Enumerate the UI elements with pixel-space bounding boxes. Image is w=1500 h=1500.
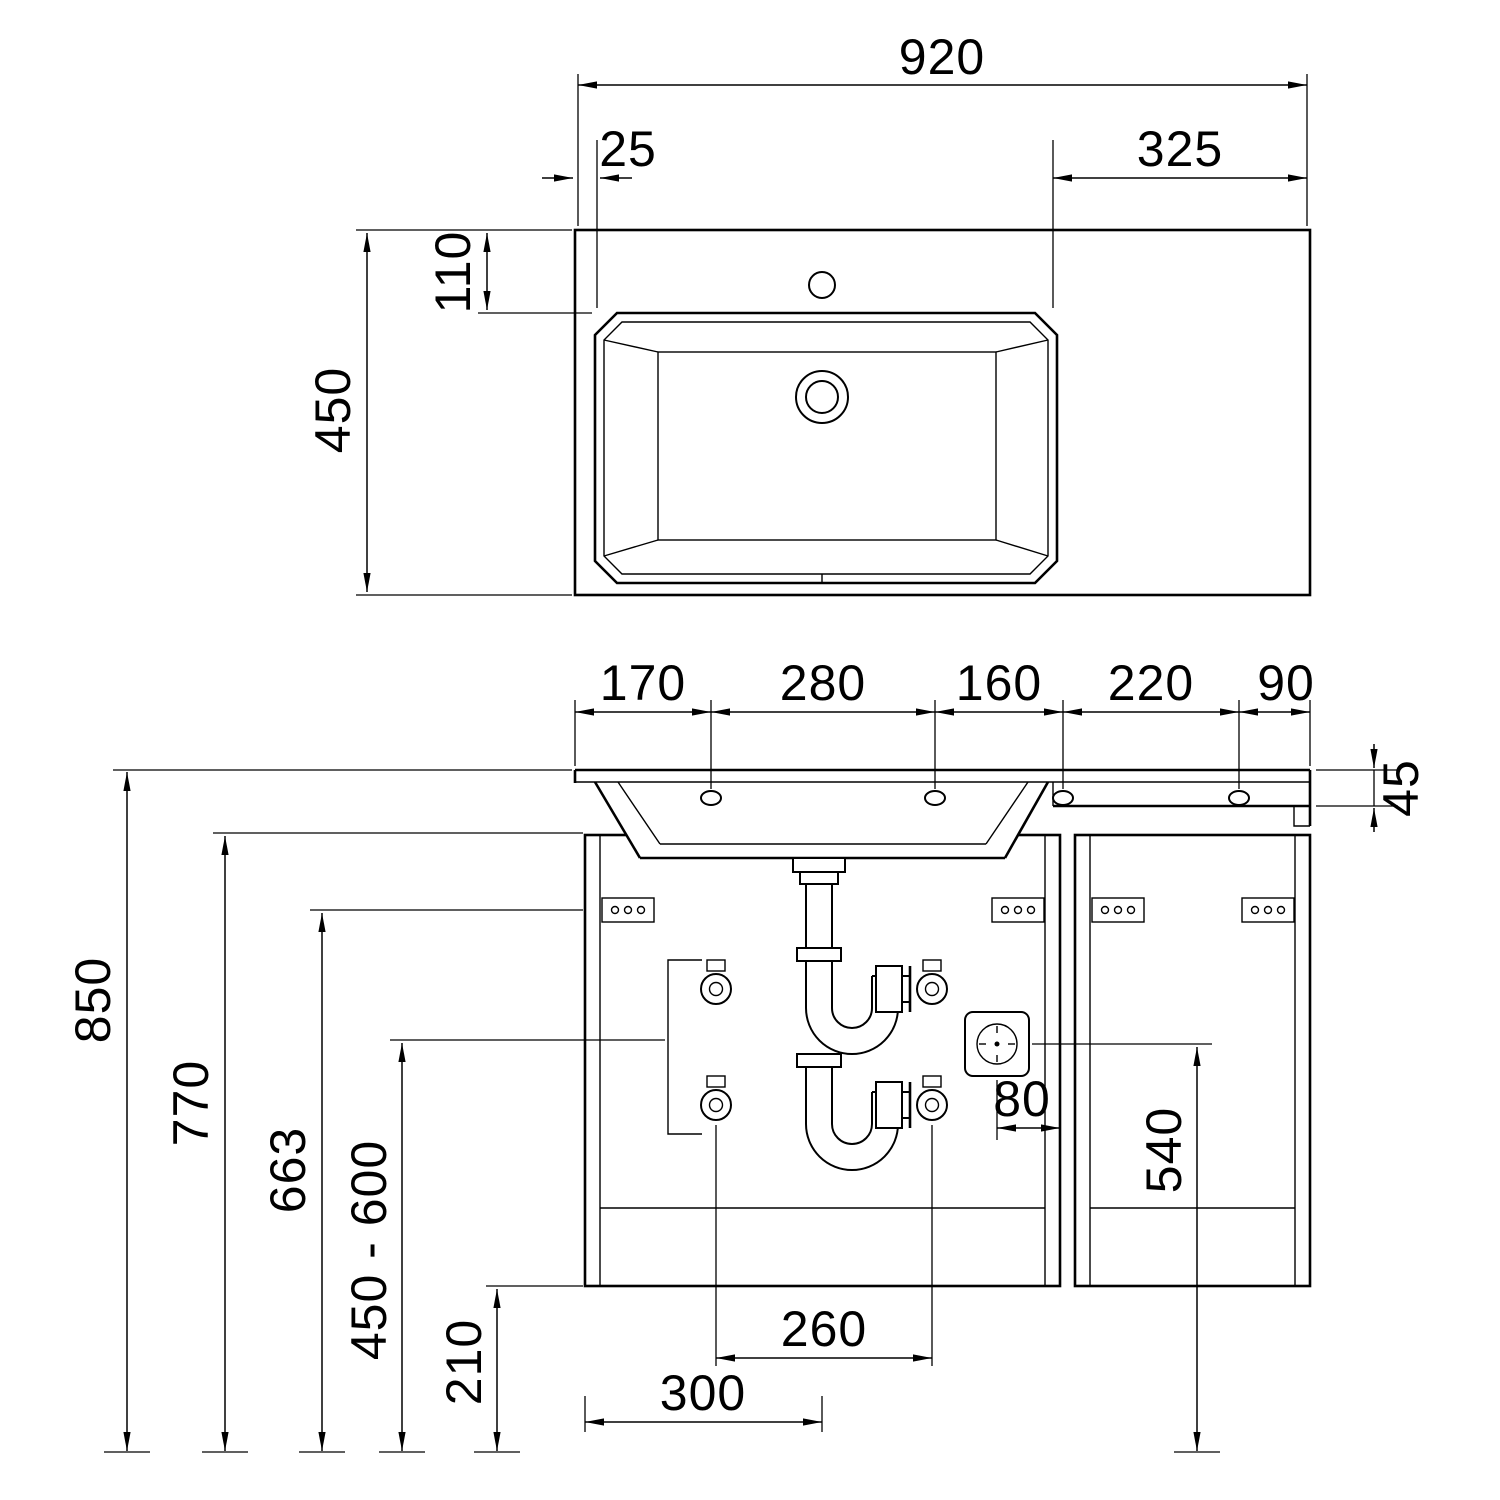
fixing-hole — [924, 790, 946, 806]
countertop-plan — [573, 228, 1312, 597]
angle-valves — [700, 959, 948, 1121]
dim-210: 210 — [436, 1285, 583, 1453]
countertop-outline — [573, 228, 1312, 597]
angle-valve — [916, 959, 948, 1005]
angle-valve — [700, 1075, 732, 1121]
dim-label-socket-height: 540 — [1136, 1107, 1192, 1193]
dim-663: 663 — [260, 909, 583, 1453]
dim-450: 450 — [305, 229, 572, 596]
dim-label-basin-top-inset: 110 — [425, 231, 481, 314]
cabinet-right — [1073, 833, 1312, 1288]
dim-300: 300 — [584, 1365, 823, 1432]
dim-260: 260 — [715, 1125, 933, 1366]
dim-850: 850 — [65, 769, 572, 1453]
faucet-hole — [808, 271, 836, 299]
dim-label-height-total: 850 — [65, 957, 121, 1043]
valve-bracket — [667, 959, 702, 1135]
dim-450-600: 450 - 600 — [341, 1039, 665, 1453]
cabinet-left — [583, 833, 1062, 1288]
fixing-hole — [700, 790, 722, 806]
angle-valve — [700, 959, 732, 1005]
dim-label-counter-right-width: 325 — [1137, 121, 1223, 177]
mounting-rails — [601, 897, 1295, 923]
dim-label-overall-width: 920 — [899, 29, 985, 85]
mounting-rail — [991, 897, 1045, 923]
dim-label-connection-height-range: 450 - 600 — [341, 1140, 397, 1360]
dim-label-spacing-1: 170 — [600, 655, 686, 711]
dim-45: 45 — [1316, 744, 1429, 832]
dim-label-height-rail: 663 — [260, 1127, 316, 1213]
dim-label-spacing-3: 160 — [956, 655, 1042, 711]
dim-80: 80 — [993, 1071, 1060, 1140]
fixing-holes — [700, 790, 1250, 806]
dim-25: 25 — [542, 121, 657, 308]
fixing-hole — [1052, 790, 1074, 806]
dim-770: 770 — [163, 832, 583, 1453]
angle-valve — [916, 1075, 948, 1121]
dim-label-valve-spacing: 260 — [781, 1301, 867, 1357]
fixing-hole — [1228, 790, 1250, 806]
dim-chain-top: 170 280 160 220 90 — [574, 655, 1315, 789]
dim-label-socket-offset: 80 — [993, 1071, 1051, 1127]
drain-plan — [795, 370, 849, 424]
top-view: 920 25 325 110 450 — [305, 29, 1312, 597]
mounting-rail — [1091, 897, 1145, 923]
dim-label-spacing-4: 220 — [1108, 655, 1194, 711]
dim-label-trap-offset: 300 — [660, 1365, 746, 1421]
dim-540: 540 — [1032, 1043, 1220, 1453]
basin-plan — [593, 311, 1059, 585]
dim-920: 920 — [577, 29, 1308, 226]
dim-110: 110 — [425, 231, 592, 314]
drain-and-trap — [792, 857, 912, 1171]
dim-label-counter-thickness: 45 — [1373, 759, 1429, 817]
dim-325: 325 — [1052, 121, 1307, 308]
mounting-rail — [1241, 897, 1295, 923]
dim-label-counter-depth: 450 — [305, 367, 361, 453]
dim-label-spacing-5: 90 — [1257, 655, 1315, 711]
mounting-rail — [601, 897, 655, 923]
power-socket — [964, 1011, 1030, 1077]
dim-label-basin-left-offset: 25 — [599, 121, 657, 177]
dim-label-spacing-2: 280 — [780, 655, 866, 711]
dim-label-height-cabinet-top: 770 — [163, 1060, 219, 1146]
front-view: 170 280 160 220 90 45 850 770 — [65, 655, 1429, 1453]
dim-label-height-cabinet-bottom: 210 — [436, 1319, 492, 1405]
washbasin-section — [573, 768, 1312, 860]
